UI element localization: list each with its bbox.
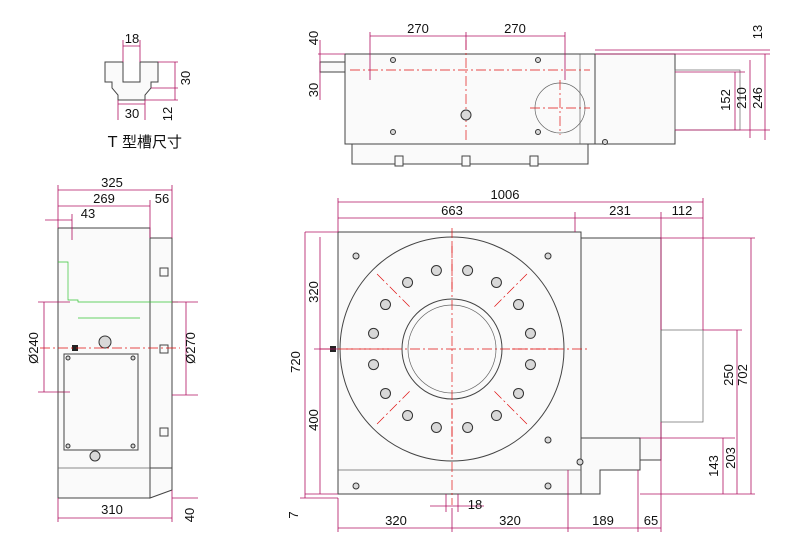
bolt-hole (524, 327, 536, 339)
plan-dim-h702: 702 (735, 364, 750, 386)
side-view: 325 269 56 43 Ø240 Ø270 310 40 (26, 175, 198, 522)
top-view-left-shaft (319, 61, 346, 73)
side-dim-h40: 40 (182, 508, 197, 522)
top-view-body (344, 53, 596, 145)
tslot-radials (344, 241, 560, 457)
bolt-hole (379, 387, 391, 399)
tslot-caption: T 型槽尺寸 (107, 133, 182, 151)
plan-dim-w18: 18 (468, 497, 482, 512)
top-dim-w-right: 270 (504, 21, 526, 36)
tslot-radial (375, 391, 410, 426)
bolt-hole (430, 421, 442, 433)
plan-dim-w112: 112 (672, 203, 693, 218)
plan-dim-b65: 65 (644, 513, 658, 528)
tslot-radial (375, 272, 410, 307)
top-view: 270 270 40 30 13 152 210 246 (306, 21, 770, 167)
plan-dim-h143: 143 (706, 455, 721, 477)
tslot-profile (104, 61, 159, 101)
bolt-hole (379, 299, 391, 311)
plan-dim-h250: 250 (721, 364, 736, 386)
tslot-detail: 18 30 30 12 T 型槽尺寸 (104, 31, 193, 151)
bolt-hole (490, 276, 502, 288)
bolt-hole (524, 359, 536, 371)
top-dim-h246: 246 (750, 87, 765, 109)
bolt-hole (513, 299, 525, 311)
bolt-hole (402, 276, 414, 288)
plan-dim-h320: 320 (306, 281, 321, 303)
plan-dim-h7: 7 (286, 511, 301, 518)
top-view-center-hole (460, 109, 472, 121)
side-dim-w325: 325 (101, 175, 123, 190)
plan-dim-b320a: 320 (385, 513, 407, 528)
plan-dim-w231: 231 (609, 203, 631, 218)
plan-dim-b320b: 320 (499, 513, 521, 528)
side-dim-d270: Ø270 (183, 332, 198, 364)
plan-dim-w663: 663 (441, 203, 463, 218)
plan-view-motor (660, 329, 704, 423)
bolt-hole (462, 265, 474, 277)
side-dim-w43: 43 (81, 206, 95, 221)
top-dim-left-top: 40 (306, 31, 321, 45)
bolt-hole (462, 421, 474, 433)
side-dim-w56: 56 (155, 191, 169, 206)
bolt-hole (430, 265, 442, 277)
side-dim-w310: 310 (101, 502, 123, 517)
side-dim-d240: Ø240 (26, 332, 41, 364)
side-dim-w269: 269 (93, 191, 115, 206)
tslot-dim-bottom: 30 (125, 106, 139, 121)
top-dim-left-low: 30 (306, 83, 321, 97)
tslot-radial (494, 391, 529, 426)
top-dim-h210: 210 (734, 87, 749, 109)
bolt-hole (368, 327, 380, 339)
tslot-radial (494, 272, 529, 307)
bolt-hole (402, 410, 414, 422)
top-dim-right-13: 13 (750, 25, 765, 39)
bolt-hole (368, 359, 380, 371)
plan-view-motor-housing (580, 237, 662, 461)
top-dim-w-left: 270 (407, 21, 429, 36)
bolt-hole (513, 387, 525, 399)
plan-view: 1006 663 231 112 720 320 400 7 18 320 32… (286, 187, 755, 532)
plan-dim-h720: 720 (288, 351, 303, 373)
bolt-holes (368, 265, 536, 433)
tslot-dim-right-lower: 12 (160, 107, 175, 121)
bolt-hole (490, 410, 502, 422)
plan-dim-w1006: 1006 (491, 187, 520, 202)
plan-dim-b189: 189 (592, 513, 614, 528)
top-dim-h152: 152 (718, 89, 733, 111)
side-view-cover-plate (63, 353, 139, 451)
tslot-dim-top: 18 (125, 31, 139, 46)
plan-dim-h400: 400 (306, 409, 321, 431)
plan-dim-h203: 203 (723, 447, 738, 469)
top-view-motor-housing (594, 53, 676, 145)
tslot-dim-right-h: 30 (178, 71, 193, 85)
